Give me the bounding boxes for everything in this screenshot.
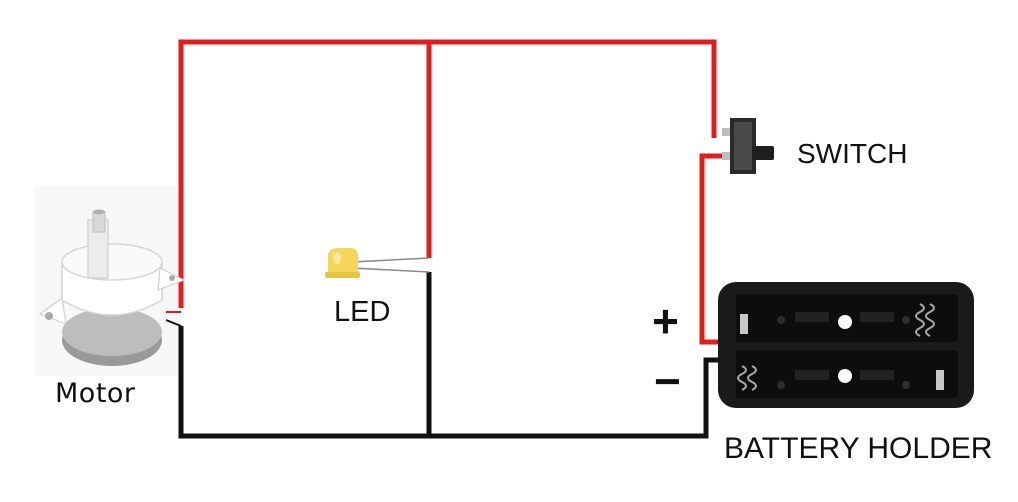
switch — [722, 118, 774, 174]
switch-label: SWITCH — [797, 138, 908, 169]
motor — [35, 186, 186, 376]
negative-terminal-label: − — [654, 355, 681, 407]
led-label: LED — [334, 296, 391, 328]
battery-holder-label: BATTERY HOLDER — [724, 432, 993, 465]
positive-wires — [178, 39, 733, 345]
led — [325, 248, 430, 278]
battery-holder — [718, 282, 974, 408]
positive-terminal-label: + — [652, 295, 679, 347]
negative-wires — [178, 272, 722, 439]
bottom-wire — [178, 326, 722, 439]
top-wire — [178, 39, 717, 308]
motor-label: Motor — [55, 378, 136, 409]
switch-to-battery-wire — [699, 153, 733, 345]
